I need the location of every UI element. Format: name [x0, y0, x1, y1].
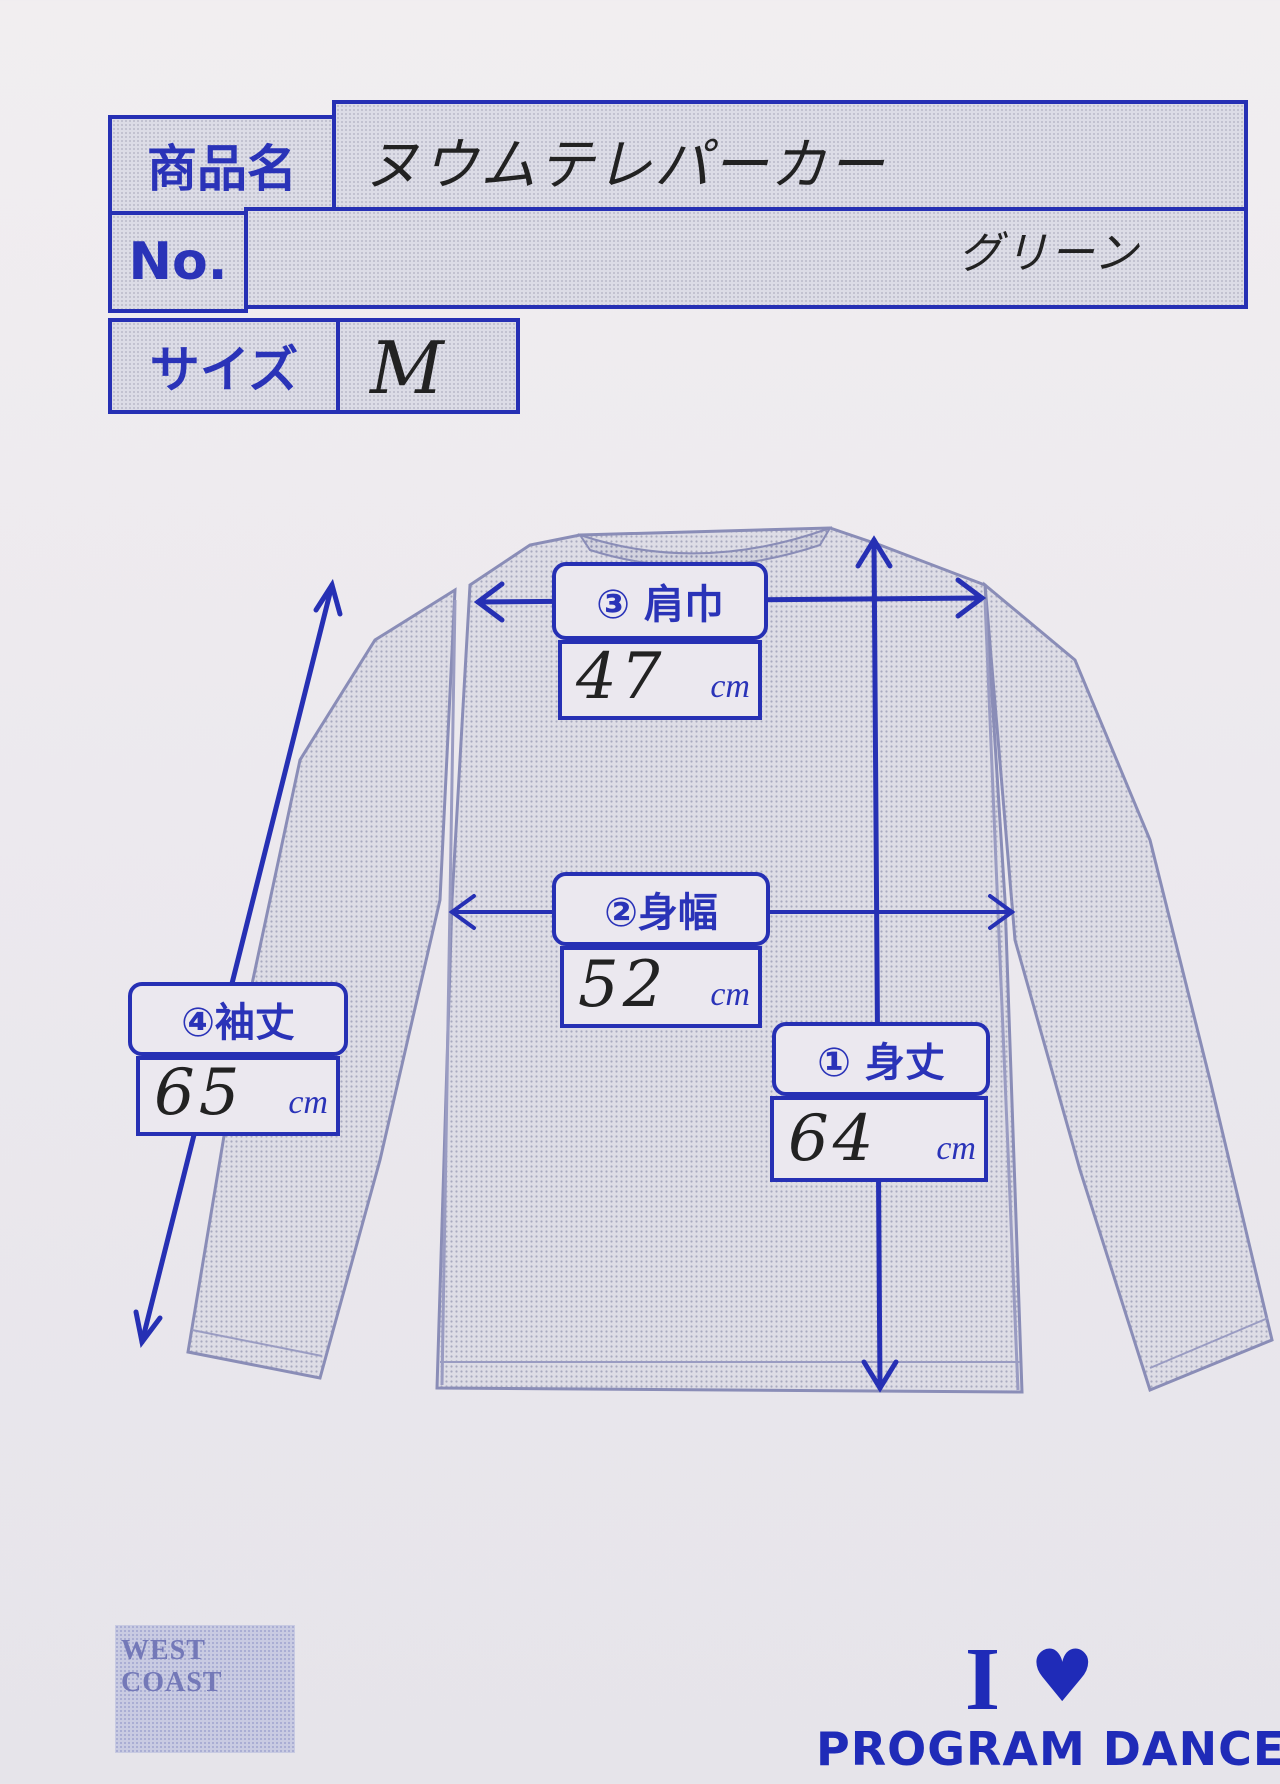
chest-value: 52 — [578, 948, 668, 1022]
number-label-cell: No. — [108, 211, 248, 313]
shoulder-label: ③ 肩巾 — [552, 562, 768, 640]
body-length-label: ① 身丈 — [772, 1022, 990, 1096]
sleeve-length-arrow — [133, 578, 343, 1348]
body-length-unit: cm — [936, 1130, 976, 1167]
body-length-arrow — [855, 535, 899, 1393]
sleeve-length-value-box: 65 cm — [136, 1056, 340, 1136]
brand-i: I — [965, 1630, 1001, 1729]
color-value: グリーン — [958, 228, 1140, 279]
chest-value-box: 52 cm — [560, 946, 762, 1028]
garment-right-sleeve — [983, 581, 1274, 1393]
sleeve-length-label: ④袖丈 — [128, 982, 348, 1056]
size-label-cell: サイズ — [108, 318, 340, 414]
size-value-cell: M — [336, 318, 520, 414]
product-name-label-cell: 商品名 — [108, 115, 336, 215]
product-name-label: 商品名 — [147, 140, 297, 198]
body-length-value-box: 64 cm — [770, 1096, 988, 1182]
product-name-value: ヌウムテレパーカー — [364, 133, 886, 198]
shoulder-unit: cm — [710, 668, 750, 705]
chest-unit: cm — [710, 976, 750, 1013]
number-value-cell: グリーン — [244, 207, 1248, 309]
product-name-value-cell: ヌウムテレパーカー — [332, 100, 1248, 211]
brand-name: PROGRAM DANCE — [816, 1722, 1280, 1776]
sleeve-length-value: 65 — [154, 1056, 244, 1130]
number-label: No. — [128, 232, 228, 292]
size-value: M — [370, 326, 446, 410]
size-label: サイズ — [149, 341, 299, 399]
west-coast-logo-text: WEST COAST — [121, 1635, 223, 1698]
shoulder-value: 47 — [576, 640, 666, 714]
sleeve-length-unit: cm — [288, 1084, 328, 1121]
west-coast-logo: WEST COAST — [115, 1625, 295, 1753]
chest-label: ②身幅 — [552, 872, 770, 946]
shoulder-value-box: 47 cm — [558, 640, 762, 720]
body-length-value: 64 — [788, 1102, 878, 1176]
heart-icon: ♥ — [1030, 1634, 1095, 1718]
